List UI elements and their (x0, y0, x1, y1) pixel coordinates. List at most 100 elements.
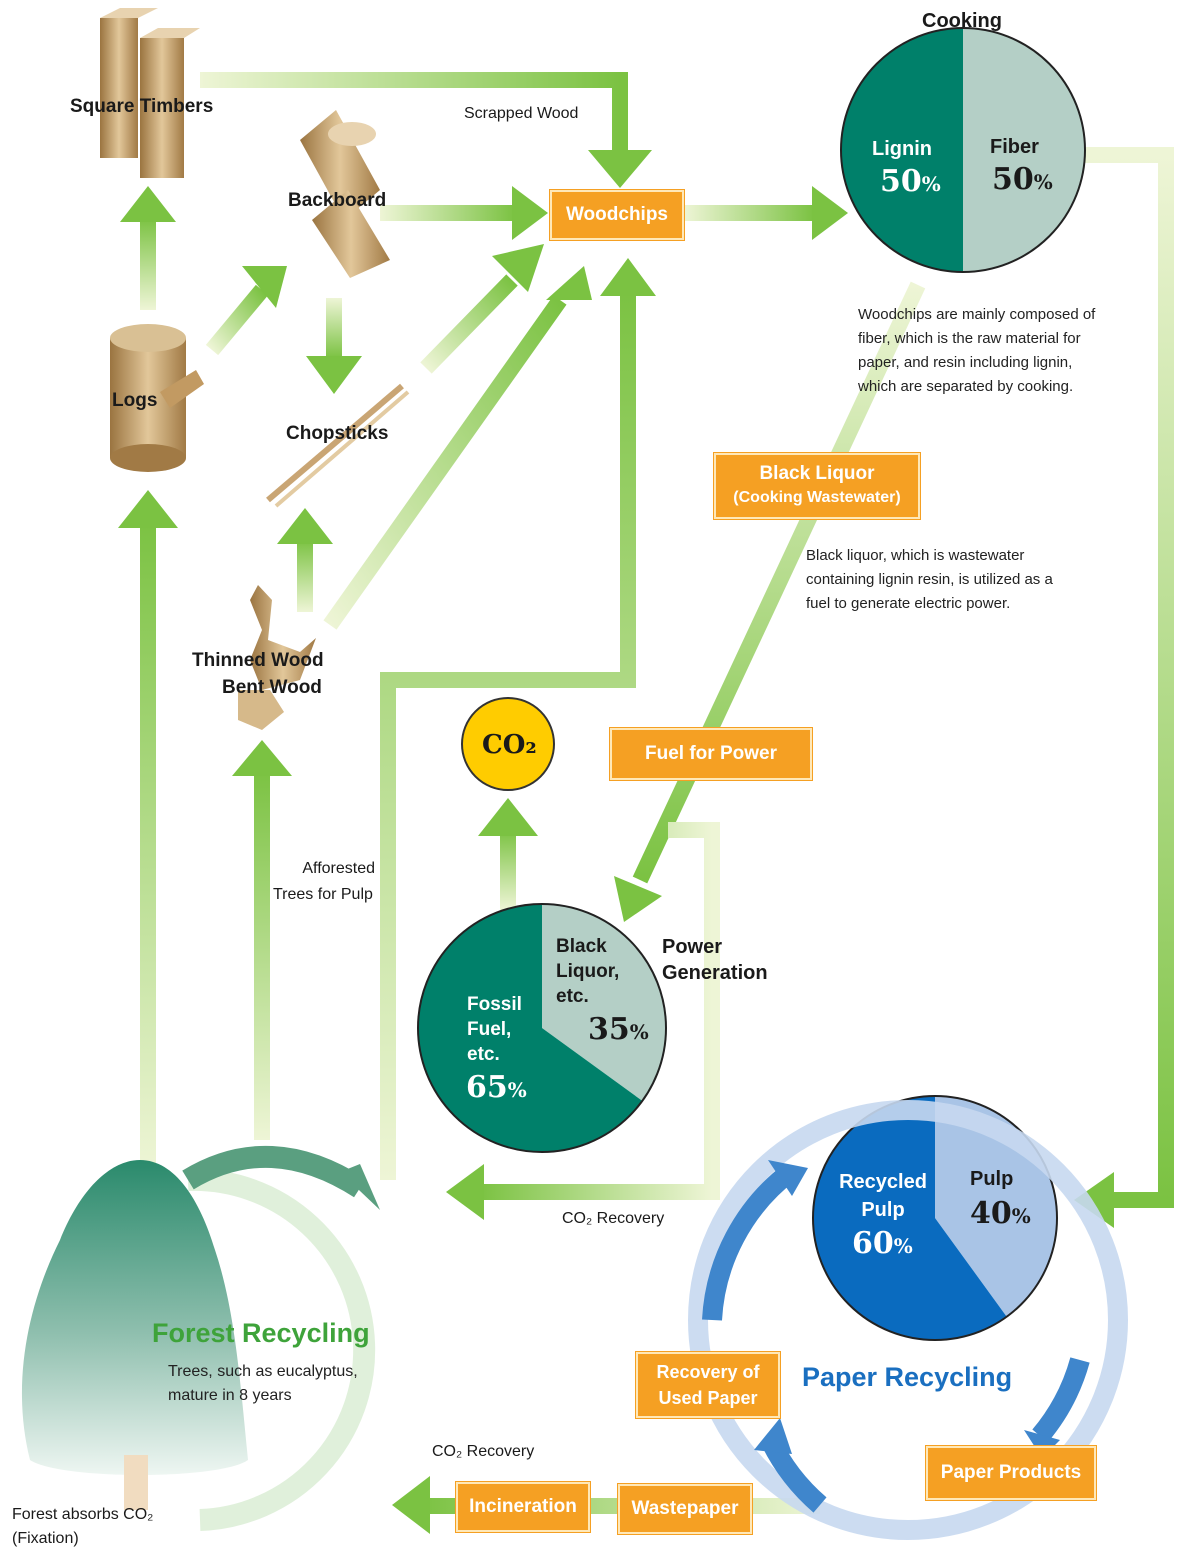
arrow-forest-to-woodchips (380, 258, 656, 1180)
black-liquor-box: Black Liquor (Cooking Wastewater) (714, 453, 920, 519)
co2-bubble (461, 697, 555, 791)
black-liquor-line: Liquor, (556, 961, 620, 982)
black-liquor-box-line: Black Liquor (759, 463, 875, 484)
arrow-fiber-to-paper (1070, 147, 1174, 1228)
forest-note-line: Trees, such as eucalyptus, (168, 1363, 358, 1380)
paper-recycle-ring (688, 1100, 1128, 1540)
arrow-lignin-to-power (614, 281, 926, 922)
recycled-pulp-line: Recycled (839, 1171, 927, 1193)
arrow-backboard-to-woodchips (380, 186, 548, 240)
thinned-wood-illustration (238, 585, 316, 730)
arrow-timbers-to-woodchips (200, 72, 652, 188)
pulp-label: Pulp (970, 1168, 1014, 1190)
forest-absorbs-label-1: Forest absorbs CO₂ (12, 1506, 154, 1523)
pie-outline (417, 903, 667, 1153)
logs-label: Logs (112, 390, 158, 411)
square-timbers-label: Square Timbers (70, 96, 214, 117)
black-liquor-box-line: (Cooking Wastewater) (733, 489, 901, 506)
thinned-wood-label: Thinned Wood (192, 650, 324, 671)
arrow-logs-to-backboard (205, 266, 287, 356)
tree-illustration (21, 1160, 248, 1510)
arrow-power-to-forest (446, 822, 720, 1220)
black-liquor-value: 35 (588, 1012, 630, 1047)
black-liquor-percent: 35% (588, 1012, 649, 1047)
recycled-pulp-percent: 60% (852, 1226, 913, 1261)
forest-note: Trees, such as eucalyptus, mature in 8 y… (168, 1360, 388, 1408)
arrow-forest-to-logs (118, 490, 178, 1170)
fiber-label: Fiber (990, 136, 1039, 158)
black-liquor-note-line: containing lignin resin, is utilized as … (806, 571, 1053, 588)
fiber-value: 50 (992, 162, 1034, 197)
black-liquor-note: Black liquor, which is wastewater contai… (806, 544, 1126, 616)
power-label-1: Power (662, 936, 723, 958)
pulp-value: 40 (970, 1196, 1012, 1231)
percent-sign: % (507, 1078, 527, 1102)
forest-note-line: mature in 8 years (168, 1387, 292, 1404)
co2-bubble-label: CO₂ (482, 730, 537, 760)
chopsticks-label: Chopsticks (286, 423, 389, 444)
forest-recycling-title: Forest Recycling (152, 1318, 370, 1348)
lignin-label: Lignin (872, 138, 932, 160)
fossil-fuel-line: Fossil (467, 994, 522, 1015)
woodchips-note-line: fiber, which is the raw material for (858, 330, 1081, 347)
paper-products-box: Paper Products (926, 1446, 1096, 1500)
forest-recycle-ring (182, 1145, 380, 1531)
pulp-percent: 40% (970, 1196, 1031, 1231)
black-liquor-note-line: Black liquor, which is wastewater (806, 547, 1025, 564)
recycled-pulp-line: Pulp (861, 1199, 905, 1221)
co2-recovery-label-2: CO₂ Recovery (432, 1443, 535, 1460)
fiber-percent: 50% (992, 162, 1053, 197)
pie-power-generation (417, 903, 667, 1153)
fossil-fuel-value: 65 (466, 1070, 508, 1105)
chopsticks-illustration (266, 383, 410, 508)
logs-illustration (110, 324, 204, 472)
woodchips-note: Woodchips are mainly composed of fiber, … (858, 303, 1158, 399)
pie-slice-fossil-fuel (418, 903, 643, 1152)
recycled-pulp-value: 60 (852, 1226, 894, 1261)
woodchips-note-line: which are separated by cooking. (858, 378, 1074, 395)
black-liquor-line: etc. (556, 986, 589, 1007)
recovery-box-line: Recovery of (656, 1362, 760, 1382)
woodchips-box: Woodchips (550, 190, 684, 240)
black-liquor-note-line: fuel to generate electric power. (806, 595, 1011, 612)
pie-slice-lignin (841, 28, 963, 272)
percent-sign: % (893, 1234, 913, 1258)
paper-recycling-title: Paper Recycling (802, 1362, 1013, 1392)
fossil-fuel-label: Fossil Fuel, etc. (467, 992, 522, 1067)
fuel-for-power-box: Fuel for Power (610, 728, 812, 780)
lignin-percent: 50% (880, 164, 941, 199)
arrow-forest-to-thinned (232, 740, 292, 1140)
afforested-label-2: Trees for Pulp (273, 886, 373, 903)
co2-recovery-label-1: CO₂ Recovery (562, 1210, 665, 1227)
backboard-label: Backboard (288, 190, 387, 211)
fossil-fuel-percent: 65% (466, 1070, 527, 1105)
incineration-box: Incineration (456, 1482, 590, 1532)
pie-slice-recycled-pulp (812, 1096, 1007, 1340)
pie-outline (840, 27, 1086, 273)
fossil-fuel-line: etc. (467, 1044, 500, 1065)
backboard-illustration (300, 110, 390, 278)
arrow-backboard-to-chopsticks (306, 298, 362, 394)
pie-slice-fiber (963, 28, 1085, 272)
arrow-chopsticks-to-woodchips (420, 244, 544, 374)
power-label-2: Generation (662, 962, 768, 984)
square-timbers-illustration (100, 8, 200, 178)
afforested-label-1: Afforested (302, 860, 375, 877)
recycled-pulp-label: Recycled Pulp (828, 1168, 938, 1224)
scrapped-wood-label: Scrapped Wood (464, 105, 579, 122)
percent-sign: % (921, 172, 941, 196)
wastepaper-box: Wastepaper (618, 1484, 752, 1534)
percent-sign: % (629, 1020, 649, 1044)
lignin-value: 50 (880, 164, 922, 199)
recovery-of-used-paper-box: Recovery of Used Paper (636, 1352, 780, 1418)
pie-slice-black-liquor (542, 904, 666, 1101)
arrow-woodchips-to-cooking (684, 186, 848, 240)
arrow-thinned-to-woodchips (323, 266, 592, 630)
black-liquor-line: Black (556, 936, 607, 957)
arrow-logs-to-timbers (120, 186, 176, 310)
recovery-box-line: Used Paper (658, 1388, 758, 1408)
forest-absorbs-label-2: (Fixation) (12, 1530, 79, 1547)
woodchips-note-line: Woodchips are mainly composed of (858, 306, 1096, 323)
woodchips-note-line: paper, and resin including lignin, (858, 354, 1073, 371)
black-liquor-slice-label: Black Liquor, etc. (556, 934, 619, 1009)
